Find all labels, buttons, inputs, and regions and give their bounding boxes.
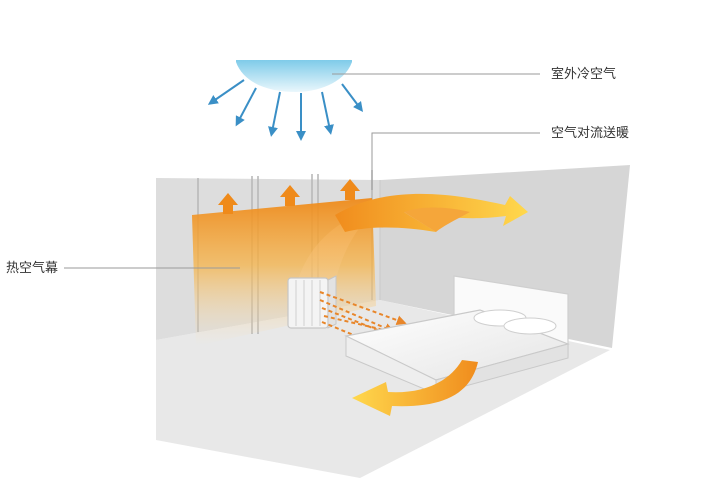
floor-airflow-arrow (352, 360, 478, 416)
label-convection-heating: 空气对流送暖 (551, 126, 630, 141)
radiator (287, 275, 337, 329)
leader-lines (64, 73, 540, 269)
label-outdoor-cold-air: 室外冷空气 (551, 67, 617, 82)
cold-air-cloud (236, 60, 352, 92)
rising-heat-arrows (218, 179, 360, 214)
leader-convection (371, 132, 540, 190)
bed (344, 275, 570, 395)
label-hot-air-curtain: 热空气幕 (6, 261, 59, 276)
return-swirl (404, 207, 470, 232)
cold-air-arrows (207, 79, 363, 141)
